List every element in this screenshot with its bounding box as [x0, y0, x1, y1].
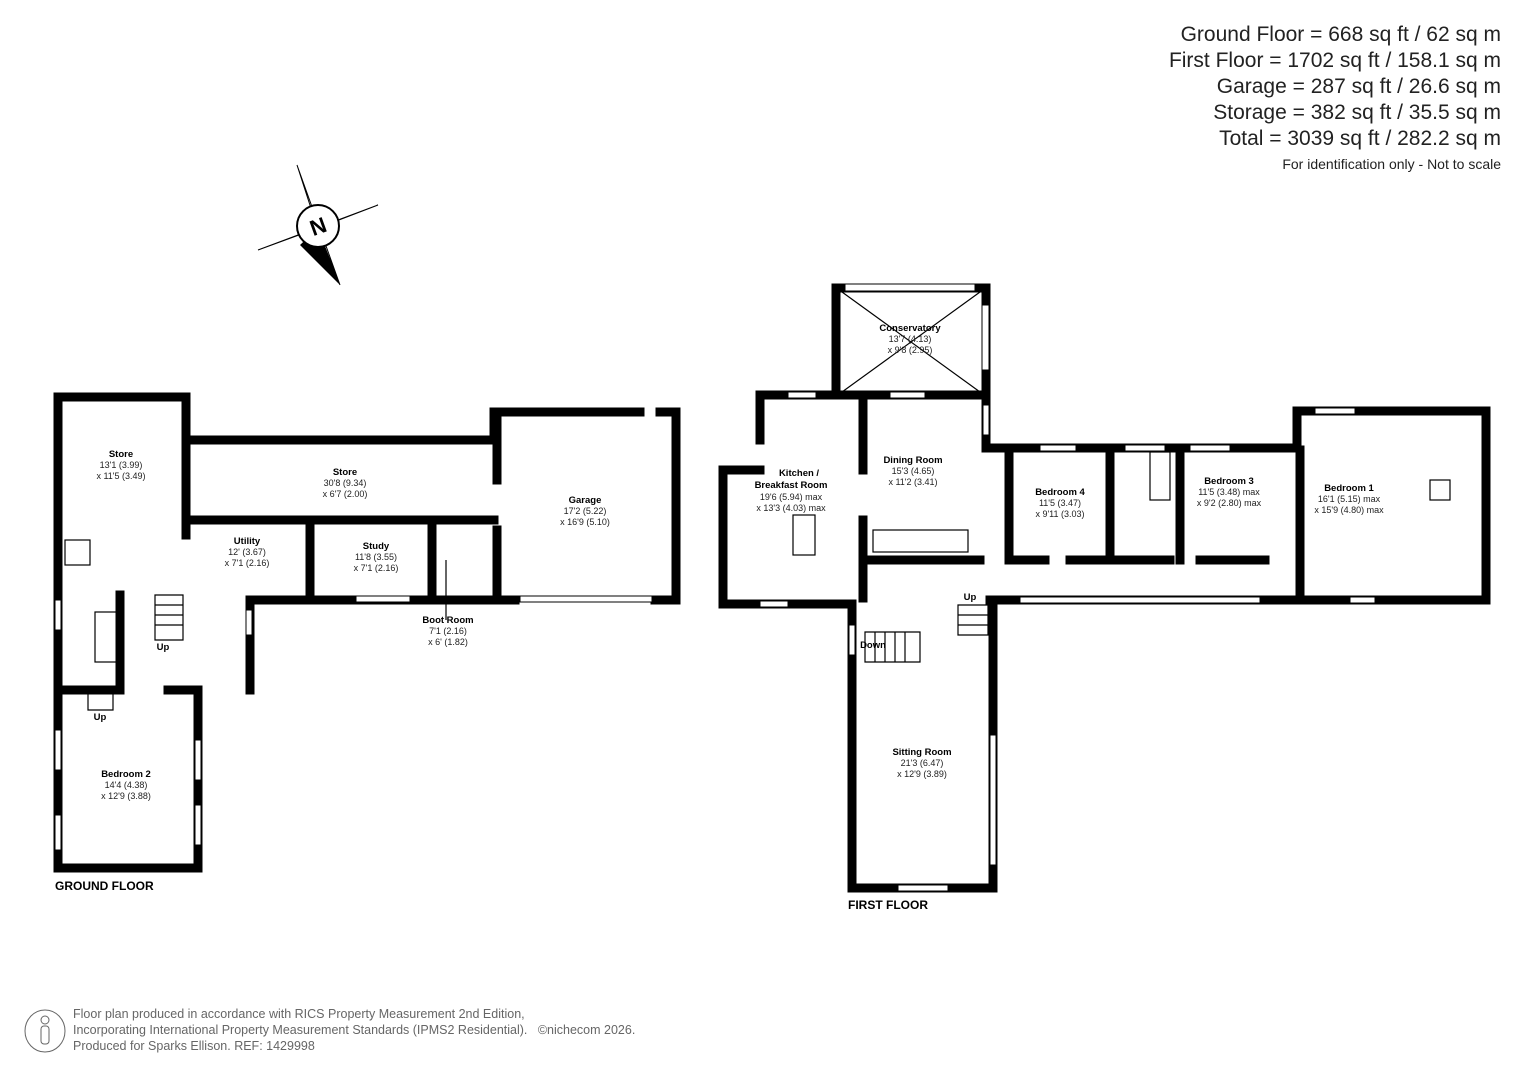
svg-text:Study: Study — [363, 541, 390, 552]
svg-text:Conservatory: Conservatory — [879, 323, 941, 334]
svg-text:15'3 (4.65): 15'3 (4.65) — [892, 466, 935, 476]
svg-text:11'8 (3.55): 11'8 (3.55) — [355, 552, 397, 562]
svg-text:x 13'3 (4.03) max: x 13'3 (4.03) max — [756, 503, 826, 513]
svg-text:13'1 (3.99): 13'1 (3.99) — [100, 460, 143, 470]
svg-text:17'2 (5.22): 17'2 (5.22) — [564, 506, 607, 516]
svg-text:x 12'9 (3.89): x 12'9 (3.89) — [897, 769, 947, 779]
svg-text:Up: Up — [157, 642, 170, 653]
svg-text:30'8 (9.34): 30'8 (9.34) — [324, 478, 367, 488]
svg-text:Bedroom 2: Bedroom 2 — [101, 769, 151, 780]
svg-text:Bedroom 3: Bedroom 3 — [1204, 476, 1254, 487]
area-total: Total = 3039 sq ft / 282.2 sq m — [1219, 127, 1501, 150]
footer: Floor plan produced in accordance with R… — [73, 1007, 636, 1053]
ground-floor-plan: Store 13'1 (3.99) x 11'5 (3.49) Store 30… — [53, 392, 681, 893]
svg-text:x 15'9 (4.80) max: x 15'9 (4.80) max — [1314, 505, 1384, 515]
area-first: First Floor = 1702 sq ft / 158.1 sq m — [1168, 49, 1501, 72]
svg-text:x 9'2 (2.80) max: x 9'2 (2.80) max — [1197, 498, 1262, 508]
svg-text:x 11'2 (3.41): x 11'2 (3.41) — [888, 477, 937, 487]
svg-text:Up: Up — [94, 712, 107, 723]
svg-text:x 7'1 (2.16): x 7'1 (2.16) — [354, 563, 399, 573]
svg-text:14'4 (4.38): 14'4 (4.38) — [105, 780, 148, 790]
svg-text:x 7'1 (2.16): x 7'1 (2.16) — [225, 558, 270, 568]
area-ground: Ground Floor = 668 sq ft / 62 sq m — [1180, 23, 1501, 46]
svg-text:x 9'11 (3.03): x 9'11 (3.03) — [1035, 509, 1084, 519]
svg-text:Garage: Garage — [569, 495, 602, 506]
svg-text:Bedroom 4: Bedroom 4 — [1035, 487, 1085, 498]
copyright: ©nichecom 2026. — [537, 1023, 636, 1037]
svg-text:Utility: Utility — [234, 536, 261, 547]
svg-text:Boot Room: Boot Room — [422, 615, 473, 626]
svg-text:Bedroom 1: Bedroom 1 — [1324, 483, 1374, 494]
svg-text:13'7 (4.13): 13'7 (4.13) — [889, 334, 932, 344]
svg-text:x 11'5 (3.49): x 11'5 (3.49) — [96, 471, 145, 481]
svg-text:Down: Down — [860, 640, 886, 651]
svg-text:x 9'8 (2.95): x 9'8 (2.95) — [888, 345, 933, 355]
first-floor-label: FIRST FLOOR — [848, 898, 928, 912]
svg-text:Kitchen /: Kitchen / — [779, 468, 819, 479]
area-garage: Garage = 287 sq ft / 26.6 sq m — [1216, 75, 1501, 98]
first-floor-plan: Conservatory 13'7 (4.13) x 9'8 (2.95) Ki… — [718, 283, 1491, 912]
svg-text:Dining Room: Dining Room — [883, 455, 942, 466]
svg-text:19'6 (5.94) max: 19'6 (5.94) max — [760, 492, 823, 502]
svg-text:x 6' (1.82): x 6' (1.82) — [428, 637, 468, 647]
svg-text:Store: Store — [333, 467, 357, 478]
svg-text:x 16'9 (5.10): x 16'9 (5.10) — [560, 517, 610, 527]
svg-text:11'5 (3.47): 11'5 (3.47) — [1039, 498, 1081, 508]
area-summary: Ground Floor = 668 sq ft / 62 sq m First… — [1169, 22, 1501, 174]
svg-text:7'1 (2.16): 7'1 (2.16) — [429, 626, 467, 636]
svg-text:Up: Up — [964, 592, 977, 603]
ground-floor-label: GROUND FLOOR — [55, 879, 154, 893]
svg-text:Sitting Room: Sitting Room — [892, 747, 951, 758]
area-storage: Storage = 382 sq ft / 35.5 sq m — [1213, 101, 1501, 124]
svg-text:x 12'9 (3.88): x 12'9 (3.88) — [101, 791, 151, 801]
north-arrow-icon: N — [257, 164, 379, 286]
svg-text:16'1 (5.15) max: 16'1 (5.15) max — [1318, 494, 1381, 504]
svg-text:x 6'7 (2.00): x 6'7 (2.00) — [323, 489, 368, 499]
svg-text:11'5 (3.48) max: 11'5 (3.48) max — [1198, 487, 1260, 497]
svg-text:Breakfast Room: Breakfast Room — [755, 480, 828, 491]
disclaimer: For identification only - Not to scale — [1282, 156, 1501, 172]
person-icon — [24, 1009, 66, 1053]
svg-text:Store: Store — [109, 449, 133, 460]
svg-text:21'3 (6.47): 21'3 (6.47) — [901, 758, 944, 768]
svg-text:12' (3.67): 12' (3.67) — [228, 547, 266, 557]
